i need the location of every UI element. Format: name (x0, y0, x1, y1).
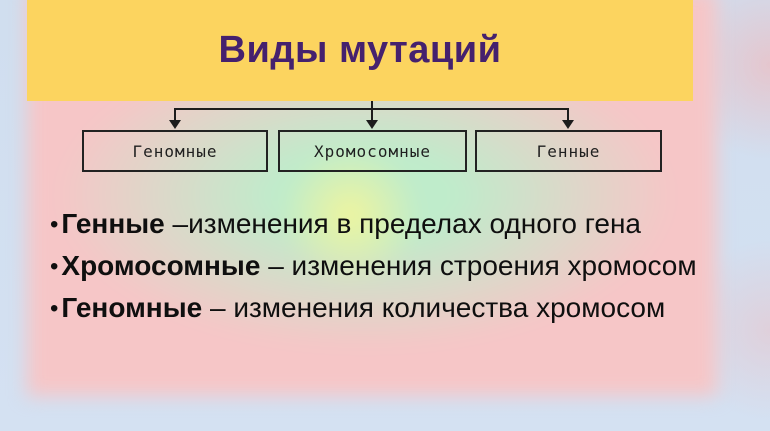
diagram-box-chromosomal: Хромосомные (278, 130, 467, 172)
bullet-icon: • (50, 295, 59, 322)
list-item: •Хромосомные – изменения строения хромос… (50, 245, 765, 287)
list-item: •Генные –изменения в пределах одного ген… (50, 203, 765, 245)
term-genomic: Геномные (61, 292, 203, 323)
arrow-down-icon (366, 120, 378, 129)
slide-title: Виды мутаций (218, 29, 502, 71)
diagram-box-genic: Генные (475, 130, 662, 172)
bullet-icon: • (50, 253, 59, 280)
definitions-list: •Генные –изменения в пределах одного ген… (50, 203, 765, 329)
connector-drop-left (174, 108, 176, 122)
diagram-box-genomic: Геномные (82, 130, 268, 172)
arrow-down-icon (169, 120, 181, 129)
definition-text: – изменения количества хромосом (202, 292, 666, 323)
term-genic: Генные (61, 208, 165, 239)
definition-text: –изменения в пределах одного гена (164, 208, 641, 239)
connector-drop-center (371, 108, 373, 122)
diagram-box-label: Геномные (132, 141, 218, 161)
connector-drop-right (567, 108, 569, 122)
arrow-down-icon (562, 120, 574, 129)
definition-text: – изменения строения хромосом (260, 250, 697, 281)
bullet-icon: • (50, 211, 59, 238)
list-item: •Геномные – изменения количества хромосо… (50, 287, 765, 329)
diagram-box-label: Хромосомные (314, 141, 431, 161)
connector-trunk-line (371, 101, 373, 110)
title-banner: Виды мутаций (27, 0, 693, 101)
term-chromosomal: Хромосомные (61, 250, 261, 281)
diagram-box-label: Генные (536, 141, 601, 161)
